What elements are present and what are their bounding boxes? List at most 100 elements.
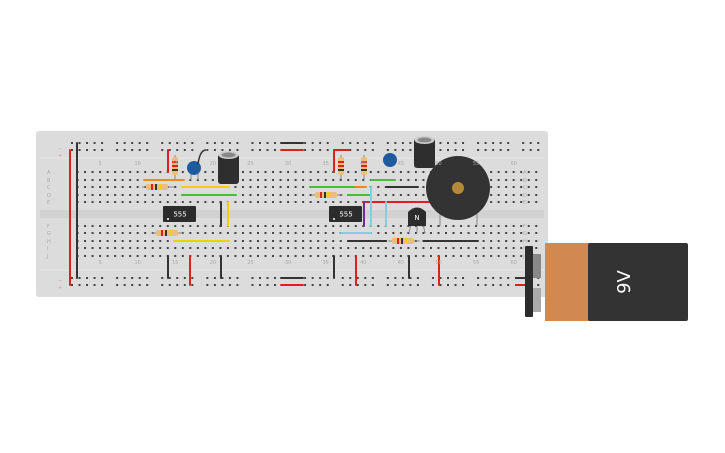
hole[interactable] [317,201,320,203]
hole[interactable] [279,201,282,203]
hole[interactable] [407,171,410,173]
hole[interactable] [114,247,117,249]
rail-hole[interactable] [191,284,194,286]
hole[interactable] [490,186,493,188]
rail-hole[interactable] [386,277,389,279]
hole[interactable] [189,179,192,181]
hole[interactable] [497,240,500,242]
hole[interactable] [422,194,425,196]
rail-hole[interactable] [221,142,224,144]
hole[interactable] [505,225,508,227]
hole[interactable] [106,240,109,242]
hole[interactable] [347,179,350,181]
hole[interactable] [204,255,207,257]
battery-9v[interactable]: 9V [515,243,688,321]
hole[interactable] [302,179,305,181]
rail-hole[interactable] [206,277,209,279]
rail-hole[interactable] [228,277,231,279]
hole[interactable] [249,232,252,234]
resistor[interactable] [338,155,344,179]
rail-hole[interactable] [228,149,231,151]
timer-555-left[interactable]: 555 [163,206,196,222]
hole[interactable] [520,232,523,234]
hole[interactable] [106,171,109,173]
hole[interactable] [482,232,485,234]
hole[interactable] [84,186,87,188]
hole[interactable] [196,232,199,234]
hole[interactable] [129,194,132,196]
hole[interactable] [226,232,229,234]
hole[interactable] [129,186,132,188]
hole[interactable] [512,247,515,249]
rail-hole[interactable] [499,142,502,144]
hole[interactable] [189,232,192,234]
hole[interactable] [527,186,530,188]
hole[interactable] [272,240,275,242]
hole[interactable] [497,179,500,181]
hole[interactable] [211,247,214,249]
hole[interactable] [99,225,102,227]
hole[interactable] [99,201,102,203]
rail-hole[interactable] [251,277,254,279]
hole[interactable] [136,240,139,242]
rail-hole[interactable] [409,149,412,151]
hole[interactable] [294,194,297,196]
rail-hole[interactable] [394,277,397,279]
rail-hole[interactable] [146,284,149,286]
hole[interactable] [264,225,267,227]
hole[interactable] [226,247,229,249]
hole[interactable] [121,179,124,181]
rail-hole[interactable] [364,142,367,144]
hole[interactable] [437,247,440,249]
rail-hole[interactable] [221,277,224,279]
rail-hole[interactable] [492,149,495,151]
hole[interactable] [497,186,500,188]
rail-hole[interactable] [251,149,254,151]
hole[interactable] [91,247,94,249]
hole[interactable] [272,186,275,188]
hole[interactable] [497,201,500,203]
rail-hole[interactable] [326,277,329,279]
hole[interactable] [445,255,447,257]
rail-hole[interactable] [259,284,261,286]
hole[interactable] [121,255,124,257]
rail-hole[interactable] [161,142,164,144]
hole[interactable] [460,232,463,234]
rail-hole[interactable] [304,149,307,151]
hole[interactable] [324,255,327,257]
electrolytic-capacitor[interactable] [218,151,239,184]
rail-hole[interactable] [439,284,442,286]
hole[interactable] [264,194,267,196]
hole[interactable] [302,171,305,173]
hole[interactable] [317,232,320,234]
hole[interactable] [527,225,530,227]
hole[interactable] [392,194,395,196]
hole[interactable] [159,240,162,242]
hole[interactable] [512,255,515,257]
hole[interactable] [144,171,147,173]
hole[interactable] [339,240,342,242]
hole[interactable] [505,201,508,203]
hole[interactable] [497,247,500,249]
hole[interactable] [204,171,207,173]
rail-hole[interactable] [341,277,344,279]
hole[interactable] [339,255,342,257]
hole[interactable] [106,186,109,188]
hole[interactable] [527,240,530,242]
rail-hole[interactable] [462,284,465,286]
rail-hole[interactable] [176,277,179,279]
hole[interactable] [422,171,425,173]
hole[interactable] [181,225,184,227]
hole[interactable] [257,201,259,203]
rail-hole[interactable] [499,149,502,151]
hole[interactable] [347,201,350,203]
hole[interactable] [129,171,132,173]
hole[interactable] [249,201,252,203]
rail-hole[interactable] [138,284,141,286]
hole[interactable] [309,232,312,234]
hole[interactable] [347,225,350,227]
hole[interactable] [399,247,402,249]
rail-hole[interactable] [447,277,449,279]
hole[interactable] [136,225,139,227]
hole[interactable] [121,194,124,196]
